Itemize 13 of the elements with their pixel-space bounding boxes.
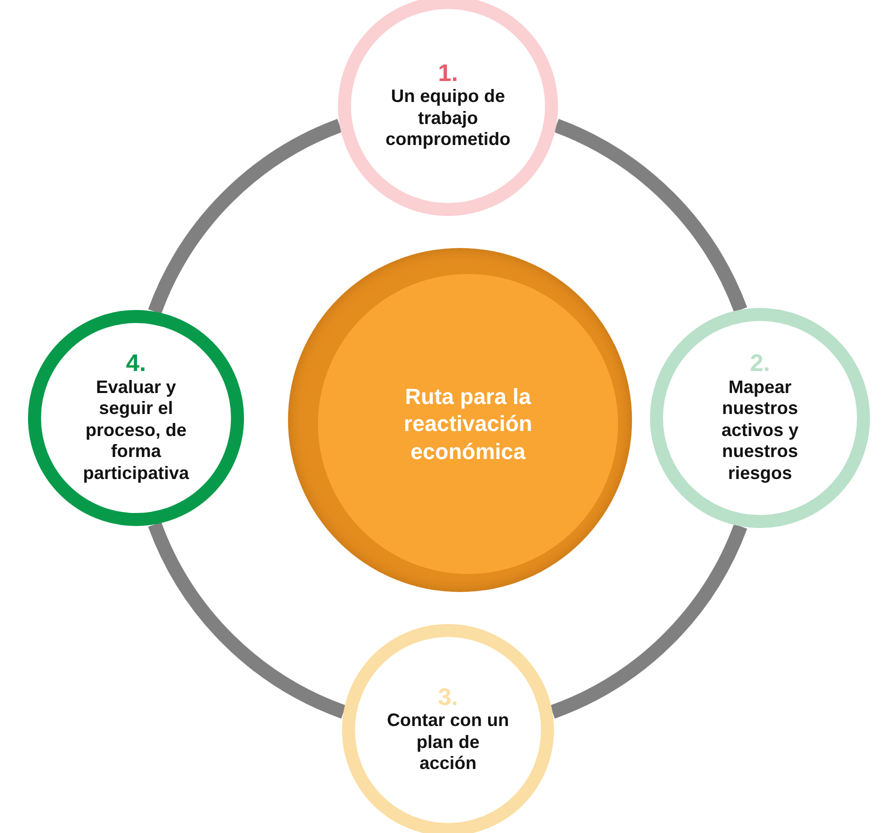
step-number: 3. bbox=[438, 685, 458, 710]
ring-arc bbox=[148, 522, 346, 718]
step-number: 1. bbox=[438, 61, 458, 86]
ring-arc bbox=[148, 118, 343, 314]
step-text: Evaluar y seguir el proceso, de forma participativa bbox=[82, 376, 190, 485]
ring-arc bbox=[553, 118, 748, 313]
step-text: Contar con un plan de acción bbox=[386, 710, 510, 775]
step-text: Mapear nuestros activos y nuestros riesgos bbox=[720, 376, 800, 485]
step-number: 4. bbox=[126, 351, 146, 377]
ring-arc bbox=[550, 523, 748, 718]
step-text: Un equipo de trabajo comprometido bbox=[384, 86, 512, 151]
step-number: 2. bbox=[750, 351, 770, 377]
center-title: Ruta para la reactivación económica bbox=[402, 382, 534, 466]
